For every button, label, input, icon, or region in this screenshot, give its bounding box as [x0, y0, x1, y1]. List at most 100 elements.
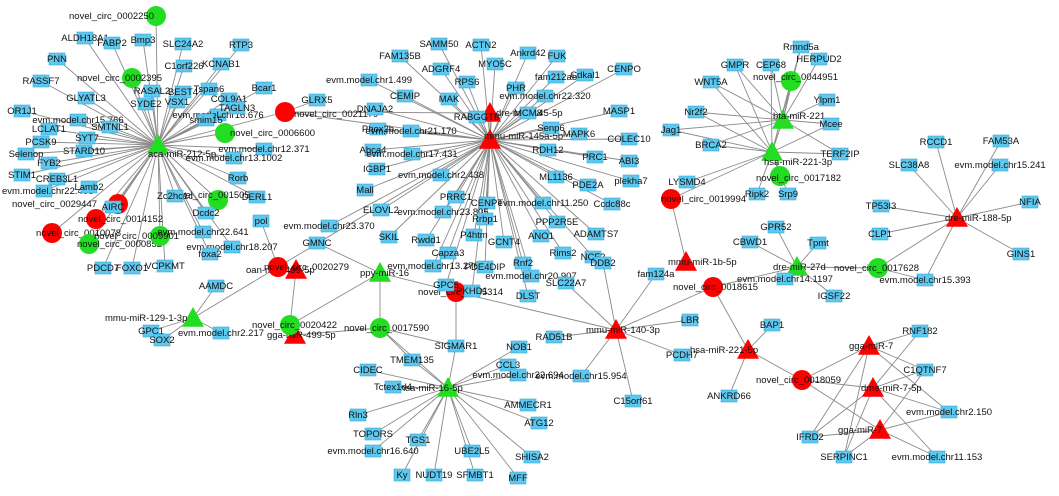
mirna-node-mmu145[interactable]: mmu-miR-145a-5p	[479, 129, 563, 149]
gene-node-creb3l1[interactable]: CREB3L1	[36, 172, 78, 186]
gene-node-mall[interactable]: Mall	[356, 183, 374, 197]
gene-node-rorb[interactable]: Rorb	[228, 171, 249, 185]
circrna-node-c2395[interactable]: novel_circ_0002395	[77, 68, 162, 88]
gene-node-kcnab1[interactable]: KCNAB1	[202, 57, 240, 71]
gene-node-herpud2[interactable]: HERPUD2	[796, 52, 842, 66]
gene-node-evm141197[interactable]: evm.model.chr14.1197	[737, 272, 833, 286]
gene-node-vcpkmt[interactable]: VCPKMT	[145, 259, 185, 273]
gene-node-actn2[interactable]: ACTN2	[465, 38, 497, 52]
gene-node-tpmt[interactable]: Tpmt	[807, 236, 829, 250]
gene-node-tagln3[interactable]: TAGLN3	[219, 101, 255, 115]
mirna-node-dre188[interactable]: dre-miR-188-5p	[945, 207, 1012, 227]
gene-node-stim1[interactable]: STIM1	[8, 168, 36, 182]
mirna-node-bta221[interactable]: bta-miR-221	[772, 109, 825, 129]
gene-node-slc22a7[interactable]: SLC22A7	[546, 276, 587, 290]
gene-node-evm17431[interactable]: evm.model.chr17.431	[366, 147, 458, 161]
gene-node-rps6[interactable]: RPS6	[455, 75, 480, 89]
gene-node-foxo1[interactable]: FOXO1	[116, 261, 148, 275]
gene-node-myo5c[interactable]: MYO5C	[478, 57, 512, 71]
gene-node-evm2438[interactable]: evm.model.chr2.438	[398, 168, 484, 182]
gene-node-evm22320[interactable]: evm.model.chr22.320	[499, 89, 591, 103]
gene-node-mapk6[interactable]: MAPK6	[563, 127, 595, 141]
gene-node-rmnd5a[interactable]: Rmnd5a	[783, 40, 820, 54]
gene-node-evm2150[interactable]: evm.model.chr2.150	[906, 405, 992, 419]
gene-node-tp53i3[interactable]: TP53I3	[866, 199, 897, 213]
gene-node-srp9[interactable]: Srp9	[778, 187, 798, 201]
gene-node-fam135b[interactable]: FAM135B	[379, 49, 421, 63]
gene-node-evm2217[interactable]: evm.model.chr2.217	[178, 326, 264, 340]
gene-node-fabp2[interactable]: FABP2	[97, 36, 127, 50]
circrna-node-c17590[interactable]: novel_circ_0017590	[344, 318, 429, 338]
gene-node-mak[interactable]: MAK	[439, 92, 460, 106]
gene-node-rims2[interactable]: Rims2	[550, 246, 577, 260]
gene-node-sox2[interactable]: SOX2	[149, 333, 175, 347]
gene-node-ripk2[interactable]: Ripk2	[745, 187, 769, 201]
gene-node-mff[interactable]: MFF	[508, 471, 528, 485]
gene-node-adamts7[interactable]: ADAMTS7	[574, 227, 619, 241]
gene-node-ifrd2[interactable]: IFRD2	[796, 430, 824, 444]
circrna-node-c18615[interactable]: novel_circ_0018615	[673, 277, 758, 297]
gene-node-gpc5[interactable]: GPC5	[433, 278, 459, 292]
gene-node-wnt5a[interactable]: WNT5A	[694, 75, 728, 89]
gene-node-aamdc[interactable]: AAMDC	[199, 279, 233, 293]
gene-node-brca2[interactable]: BRCA2	[695, 138, 727, 152]
gene-node-pde2a[interactable]: PDE2A	[572, 178, 604, 192]
gene-node-lclat1[interactable]: LCLAT1	[32, 122, 66, 136]
gene-node-igsf22[interactable]: IGSF22	[818, 289, 851, 303]
gene-node-airc[interactable]: AIRC	[102, 200, 125, 214]
circrna-node-c14152[interactable]: novel_circ_0014152	[78, 209, 163, 229]
gene-node-sigmar1[interactable]: SIGMAR1	[435, 339, 478, 353]
gene-node-clp1[interactable]: CLP1	[868, 227, 892, 241]
mirna-node-dre27d[interactable]: dre-miR-27d	[773, 256, 826, 276]
gene-node-colec10[interactable]: COLEC10	[607, 132, 651, 146]
gene-node-nudt19[interactable]: NUDT19	[416, 468, 453, 482]
gene-node-derl1[interactable]: DERL1	[242, 190, 273, 204]
gene-node-evm15766[interactable]: evm.model.chr15.766	[32, 113, 124, 127]
mirna-node-ppy16[interactable]: ppy-miR-16	[360, 262, 409, 282]
gene-node-rad51b[interactable]: RAD51B	[536, 330, 573, 344]
gene-node-fam124a[interactable]: fam124a	[638, 267, 676, 281]
gene-node-gmnc[interactable]: GMNC	[302, 236, 332, 250]
gene-node-mcee[interactable]: Mcee	[819, 117, 843, 131]
gene-node-syde2[interactable]: SYDE2	[130, 97, 162, 111]
gene-node-evm22641[interactable]: evm.model.chr22.641	[157, 225, 249, 239]
gene-node-fam212ab[interactable]: fam212ab	[535, 70, 577, 84]
gene-node-pkhd1[interactable]: PKHD1	[456, 284, 488, 298]
gene-node-fam53a[interactable]: FAM53A	[983, 134, 1020, 148]
gene-node-rwdd1[interactable]: Rwdd1	[411, 233, 441, 247]
gene-node-gcnt4[interactable]: GCNT4	[488, 235, 520, 249]
gene-node-c15orf61[interactable]: C15orf61	[613, 394, 653, 408]
gene-node-ppp2r5e[interactable]: PPP2R5E	[536, 215, 579, 229]
circrna-node-c17628[interactable]: novel_circ_0017628	[834, 258, 919, 278]
gene-node-ankrd66[interactable]: ANKRD66	[707, 389, 751, 403]
gene-node-shisa2[interactable]: SHISA2	[515, 450, 549, 464]
gene-node-or1j1[interactable]: OR1J1	[7, 104, 37, 118]
gene-node-jag1[interactable]: Jag1	[661, 123, 682, 137]
gene-node-rabggtb[interactable]: RABGGTB	[454, 110, 500, 124]
gene-node-ano1[interactable]: ANO1	[528, 229, 554, 243]
gene-node-sfmbt1[interactable]: SFMBT1	[456, 468, 494, 482]
gene-node-evm11153[interactable]: evm.model.chr11.153	[892, 450, 983, 464]
mirna-node-mmu129[interactable]: mmu-miR-129-1-3p	[105, 307, 204, 327]
gene-node-cep68[interactable]: CEP68	[756, 58, 786, 72]
gene-node-cemip[interactable]: CEMIP	[390, 89, 420, 103]
gene-node-serpinc1[interactable]: SERPINC1	[820, 450, 868, 464]
gene-node-ccl3[interactable]: CCL3	[496, 358, 520, 372]
gene-node-ddb2[interactable]: DDB2	[590, 256, 616, 270]
gene-node-pde4dip[interactable]: PDE4DIP	[465, 260, 506, 274]
gene-node-c1qtnf7[interactable]: C1QTNF7	[903, 363, 947, 377]
gene-node-masp1[interactable]: MASP1	[603, 104, 635, 118]
mirna-node-aca212[interactable]: aca-miR-212-5p	[147, 134, 216, 160]
gene-node-evm131002[interactable]: evm.model.chr13.1002	[186, 151, 283, 165]
gene-node-cidec[interactable]: CIDEC	[353, 363, 383, 377]
circrna-node-c44951[interactable]: novel_circ_0044951	[753, 71, 838, 91]
gene-node-glrx5[interactable]: GLRX5	[301, 93, 333, 107]
gene-node-c1orf226[interactable]: C1orf226	[164, 59, 204, 73]
gene-node-stard10[interactable]: STARD10	[63, 144, 105, 158]
gene-node-rasal2[interactable]: RASAL2	[134, 84, 170, 98]
gene-node-rccd1[interactable]: RCCD1	[920, 135, 953, 149]
gene-node-prc1[interactable]: PRC1	[582, 150, 608, 164]
gene-node-glyatl3[interactable]: GLYATL3	[66, 91, 106, 105]
circrna-node-c15056[interactable]: novel_circ_0015056	[170, 190, 255, 210]
gene-node-gins1[interactable]: GINS1	[1007, 247, 1036, 261]
